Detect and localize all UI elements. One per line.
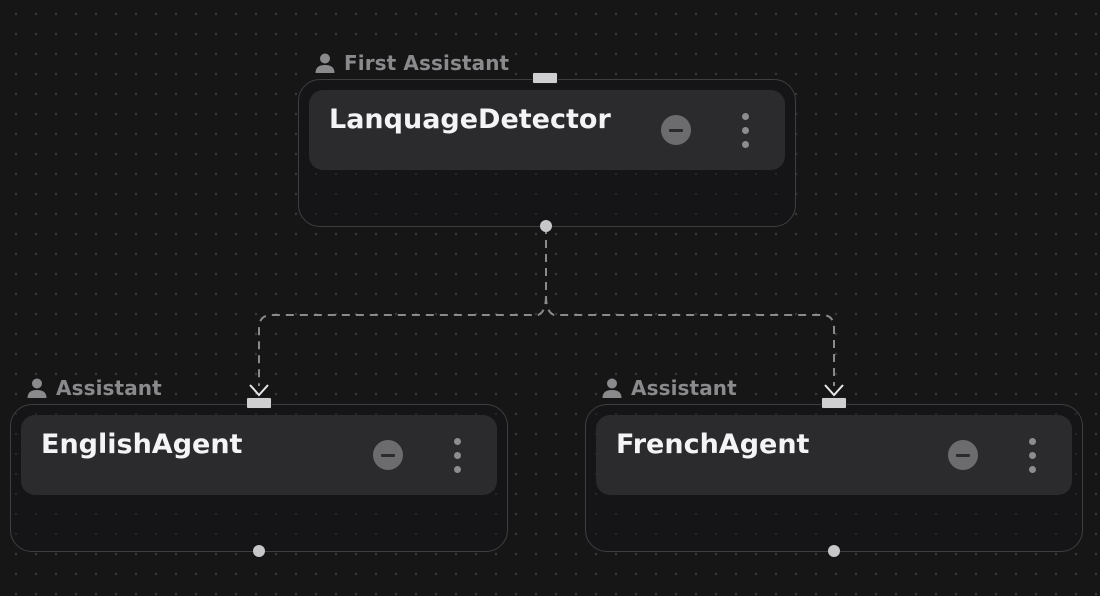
arrow-down-icon xyxy=(824,384,844,397)
edge-to-french-agent xyxy=(545,226,835,386)
node-role-label: First Assistant xyxy=(310,51,516,75)
node-title: LanquageDetector xyxy=(329,104,611,135)
node-card[interactable]: LanquageDetector xyxy=(309,90,785,170)
kebab-menu-icon[interactable] xyxy=(735,110,755,150)
node-title: EnglishAgent xyxy=(41,429,243,460)
node-language-detector[interactable]: First Assistant LanquageDetector xyxy=(298,51,796,232)
node-english-agent[interactable]: Assistant EnglishAgent xyxy=(10,376,508,557)
kebab-menu-icon[interactable] xyxy=(447,435,467,475)
node-role-label: Assistant xyxy=(597,376,743,400)
node-card[interactable]: EnglishAgent xyxy=(21,415,497,495)
node-role-text: Assistant xyxy=(56,376,162,400)
output-port[interactable] xyxy=(253,545,265,557)
person-icon xyxy=(315,53,335,73)
minus-circle-icon[interactable] xyxy=(948,440,978,470)
kebab-menu-icon[interactable] xyxy=(1022,435,1042,475)
minus-circle-icon[interactable] xyxy=(661,115,691,145)
node-title: FrenchAgent xyxy=(616,429,810,460)
node-french-agent[interactable]: Assistant FrenchAgent xyxy=(585,376,1083,557)
node-card[interactable]: FrenchAgent xyxy=(596,415,1072,495)
node-role-text: First Assistant xyxy=(344,51,510,75)
minus-circle-icon[interactable] xyxy=(373,440,403,470)
node-role-label: Assistant xyxy=(22,376,168,400)
person-icon xyxy=(27,378,47,398)
input-port[interactable] xyxy=(532,72,558,84)
node-role-text: Assistant xyxy=(631,376,737,400)
arrow-down-icon xyxy=(249,384,269,397)
person-icon xyxy=(602,378,622,398)
edge-to-english-agent xyxy=(258,226,547,386)
input-port[interactable] xyxy=(821,397,847,409)
input-port[interactable] xyxy=(246,397,272,409)
output-port[interactable] xyxy=(540,220,552,232)
output-port[interactable] xyxy=(828,545,840,557)
